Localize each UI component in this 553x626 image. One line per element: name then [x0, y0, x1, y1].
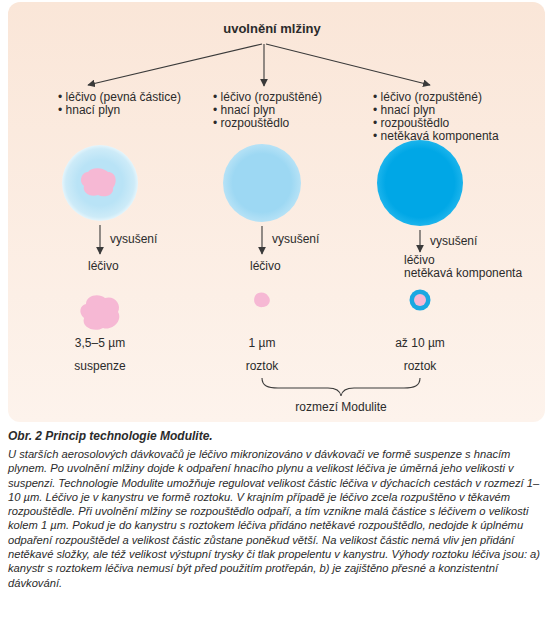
- formulation-type: roztok: [404, 360, 437, 373]
- formulation-type: roztok: [246, 360, 279, 373]
- step-label: vysušení: [110, 233, 157, 246]
- drug-particle: [80, 295, 119, 329]
- step-label: vysušení: [272, 233, 319, 246]
- background-panel: [8, 2, 545, 422]
- result-label: netěkavá komponenta: [404, 267, 522, 280]
- solution-droplet: [223, 144, 301, 222]
- range-label: rozmezí Modulite: [295, 401, 386, 414]
- figure-caption: Obr. 2 Princip technologie Modulite.: [8, 429, 213, 443]
- drying-arrows: [100, 225, 420, 254]
- component-item: • hnací plyn: [58, 104, 120, 117]
- arrow: [261, 226, 262, 254]
- component-item: • léčivo (rozpuštěné): [213, 91, 322, 104]
- step-label: vysušení: [430, 235, 477, 248]
- suspension-droplet: [62, 145, 138, 221]
- result-label: léčivo: [88, 260, 119, 273]
- process-title: uvolnění mlžiny: [223, 22, 321, 35]
- arrow: [419, 230, 420, 252]
- particle-size: 1 µm: [249, 337, 276, 350]
- arrow: [266, 44, 430, 85]
- result-label: léčivo: [404, 254, 435, 267]
- particle-size: 3,5–5 µm: [75, 337, 125, 350]
- arrow: [263, 44, 264, 86]
- component-item: • rozpouštědlo: [213, 117, 289, 130]
- particle-size: až 10 µm: [395, 337, 445, 350]
- caption-text: U starších aerosolových dávkovačů je léč…: [8, 447, 545, 590]
- arrow: [88, 44, 262, 85]
- component-item: • léčivo (rozpuštěné): [373, 91, 482, 104]
- component-item: • hnací plyn: [213, 104, 275, 117]
- range-bracket: [262, 378, 420, 396]
- drug-particle: [254, 293, 270, 308]
- solution-droplet-nonvolatile: [377, 140, 463, 226]
- drug-particle: [414, 294, 426, 306]
- nonvolatile-shell: [410, 290, 431, 311]
- solid-particle: [81, 168, 116, 196]
- formulation-type: suspenze: [74, 360, 125, 373]
- component-item: • rozpouštědlo: [373, 117, 449, 130]
- component-item: • netěkavá komponenta: [373, 130, 499, 143]
- component-item: • hnací plyn: [373, 104, 435, 117]
- arrow: [99, 225, 100, 254]
- spread-arrows: [88, 44, 430, 86]
- component-item: • léčivo (pevná částice): [58, 91, 181, 104]
- result-label: léčivo: [250, 260, 281, 273]
